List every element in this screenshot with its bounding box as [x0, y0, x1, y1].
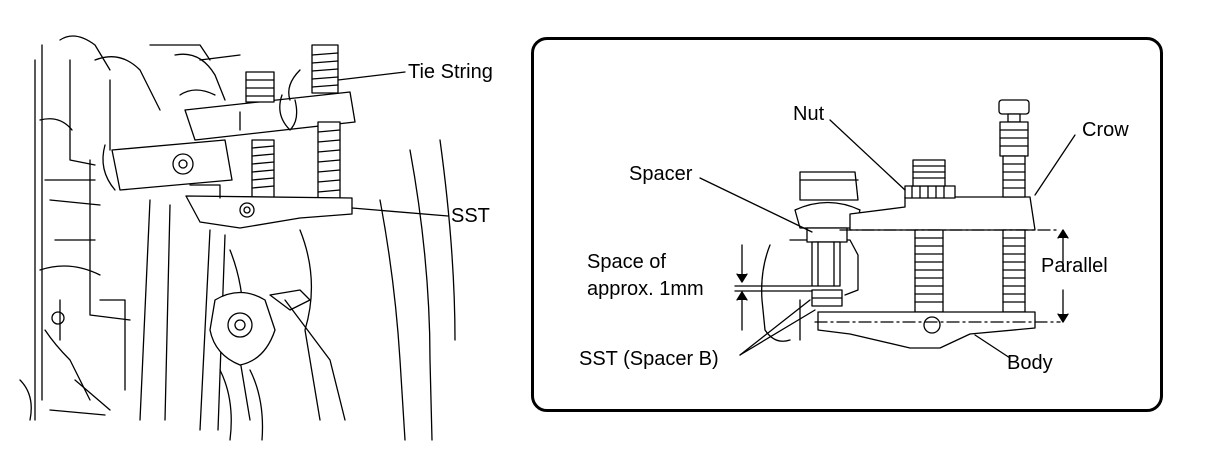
- label-sst: SST: [451, 205, 490, 227]
- label-body: Body: [1007, 352, 1053, 374]
- label-parallel: Parallel: [1041, 255, 1108, 277]
- label-tie-string: Tie String: [408, 61, 493, 83]
- label-nut: Nut: [793, 103, 825, 125]
- left-illustration: [19, 35, 456, 441]
- label-spacer: Spacer: [629, 163, 693, 185]
- label-crow: Crow: [1082, 119, 1129, 141]
- detail-frame: [531, 37, 1163, 412]
- label-sst-spacer-b: SST (Spacer B): [579, 348, 719, 370]
- label-approx-1mm: approx. 1mm: [587, 278, 704, 300]
- label-space-of: Space of: [587, 251, 666, 273]
